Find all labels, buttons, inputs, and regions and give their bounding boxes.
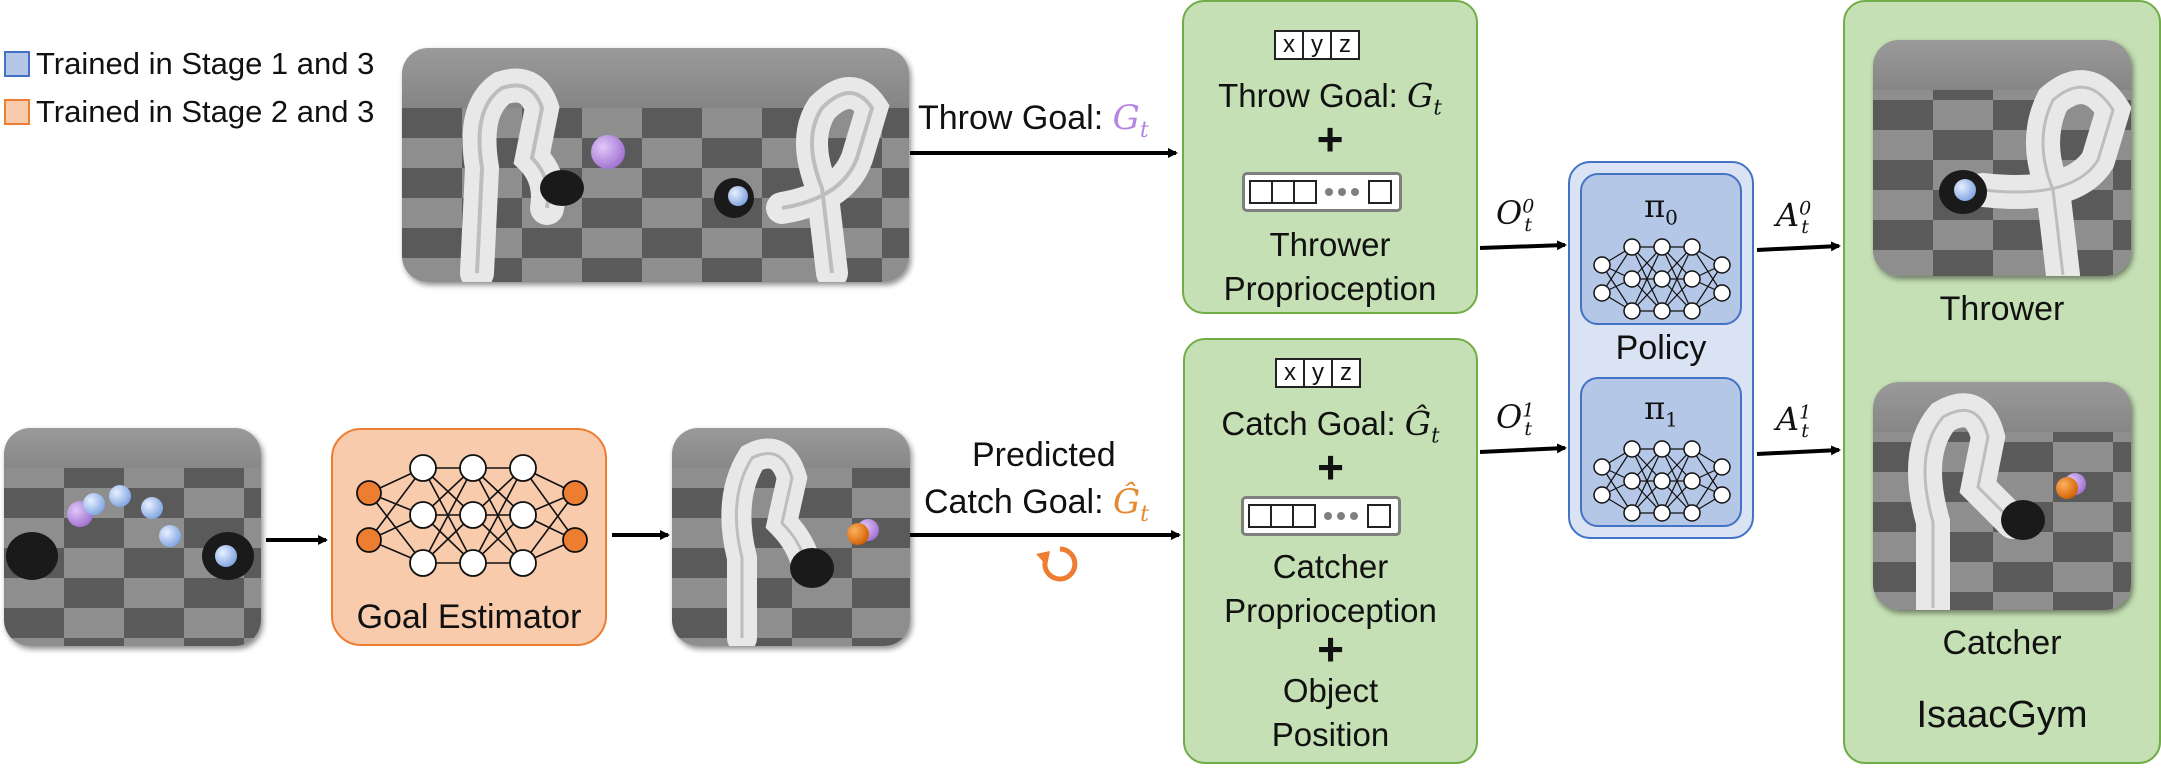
robot-arm-icon <box>1873 40 2131 276</box>
xyz-x: x <box>1275 358 1305 388</box>
goal-estimator-label: Goal Estimator <box>356 598 582 636</box>
object-position-line1: Object <box>1282 672 1379 709</box>
policy-label: Policy <box>1615 329 1707 367</box>
goal-estimator-box: Goal Estimator <box>331 428 607 646</box>
pi0-network: π0 <box>1580 173 1742 325</box>
predicted-label-line2: Catch Goal: Ĝt <box>924 482 1149 527</box>
xyz-y: y <box>1302 30 1332 60</box>
throw-scene-image <box>402 48 909 282</box>
thrower-proprio-line2: Proprioception <box>1223 270 1437 307</box>
robot-arm-icon <box>402 48 909 282</box>
obs-thrower-label: O0t <box>1496 194 1535 237</box>
catcher-goal-label: Catch Goal: Ĝt <box>1221 404 1440 448</box>
legend-swatch-blue <box>4 51 30 77</box>
catcher-proprio-line1: Catcher <box>1272 548 1389 585</box>
proprioception-vector-icon <box>1241 496 1401 536</box>
isaacgym-panel: Thrower Catcher IsaacGym <box>1843 0 2161 764</box>
predicted-label-line1: Predicted <box>972 436 1116 474</box>
legend-label: Trained in Stage 2 and 3 <box>36 94 375 129</box>
pi1-label: π1 <box>1644 389 1678 432</box>
proprioception-vector-icon <box>1242 172 1402 212</box>
thrower-sim-image <box>1873 40 2131 276</box>
catcher-sim-image <box>1873 382 2131 610</box>
observation-scene-image <box>4 428 261 646</box>
act-thrower-label: A0t <box>1776 196 1812 239</box>
neural-network-icon <box>1593 238 1731 320</box>
catcher-proprio-line2: Proprioception <box>1224 592 1437 629</box>
plus-sign: + <box>1316 113 1344 165</box>
robot-arm-icon <box>1873 382 2131 610</box>
thrower-label: Thrower <box>1939 290 2065 328</box>
plus-sign: + <box>1317 623 1344 675</box>
xyz-y: y <box>1303 358 1333 388</box>
legend-item-stage2: Trained in Stage 2 and 3 <box>4 94 374 130</box>
pi1-network: π1 <box>1580 377 1742 527</box>
refresh-icon <box>1036 546 1078 582</box>
thrower-goal-label: Throw Goal: Gt <box>1218 76 1442 120</box>
throw-goal-arrow-label: Throw Goal: Gt <box>918 98 1149 143</box>
robot-arm-icon <box>4 428 261 646</box>
catcher-observation-panel: x y z Catch Goal: Ĝt + Catcher Proprioce… <box>1183 338 1478 764</box>
xyz-box: x y z <box>1275 358 1361 388</box>
isaacgym-label: IsaacGym <box>1916 694 2088 736</box>
xyz-box: x y z <box>1274 30 1360 60</box>
act-catcher-label: A1t <box>1776 400 1812 443</box>
xyz-z: z <box>1331 358 1361 388</box>
robot-arm-icon <box>672 428 910 646</box>
catch-scene-image <box>672 428 910 646</box>
xyz-z: z <box>1330 30 1360 60</box>
policy-box: π0 Polic <box>1568 161 1754 539</box>
obs-catcher-label: O1t <box>1496 398 1535 441</box>
catcher-label: Catcher <box>1942 624 2062 662</box>
xyz-x: x <box>1274 30 1304 60</box>
pi0-label: π0 <box>1644 187 1678 230</box>
plus-sign: + <box>1317 441 1344 493</box>
neural-network-icon <box>356 454 588 577</box>
thrower-proprio-line1: Thrower <box>1269 226 1391 263</box>
neural-network-icon <box>1593 440 1731 522</box>
object-position-line2: Position <box>1271 716 1390 753</box>
legend-label: Trained in Stage 1 and 3 <box>36 46 375 81</box>
legend-item-stage1: Trained in Stage 1 and 3 <box>4 46 374 82</box>
thrower-observation-panel: x y z Throw Goal: Gt + Thrower Proprioce… <box>1182 0 1478 314</box>
legend-swatch-orange <box>4 99 30 125</box>
